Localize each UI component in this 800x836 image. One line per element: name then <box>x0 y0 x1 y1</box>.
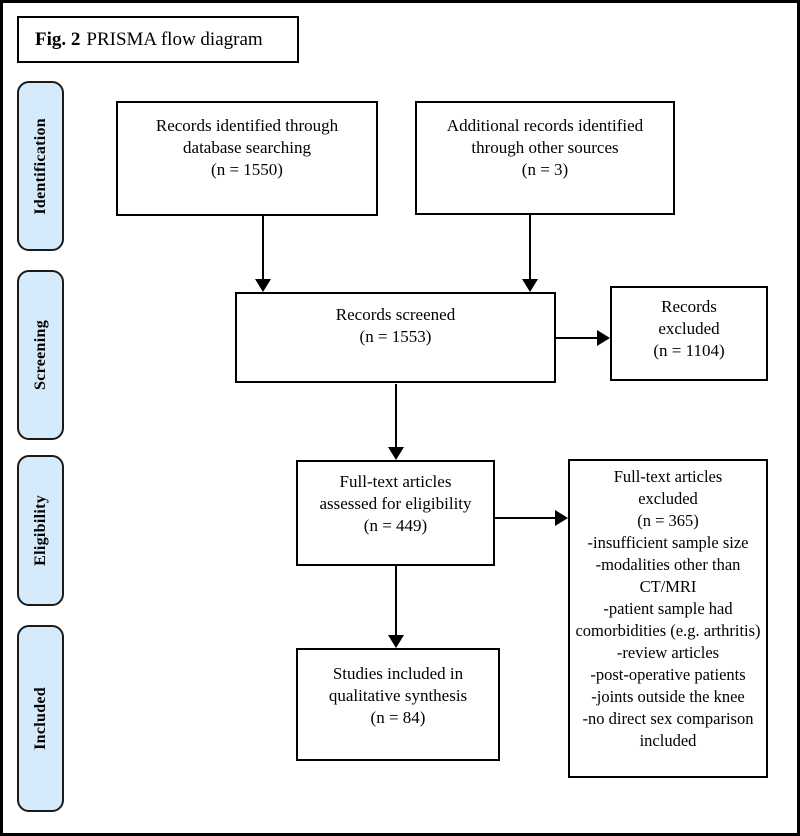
arrow-assessed-to-included <box>388 566 404 648</box>
arrow-other-sources-to-screened <box>522 215 538 292</box>
stage-label-included: Included <box>31 687 49 750</box>
stage-pill-identification: Identification <box>17 81 64 251</box>
box-records-excluded: Records excluded (n = 1104) <box>610 286 768 381</box>
box-fulltext-excluded-header: Full-text articles excluded (n = 365) <box>613 467 723 530</box>
stage-pill-eligibility: Eligibility <box>17 455 64 606</box>
arrow-assessed-to-fulltext-excluded <box>495 510 568 526</box>
box-records-identified-database: Records identified through database sear… <box>116 101 378 216</box>
box-studies-included: Studies included in qualitative synthesi… <box>296 648 500 761</box>
stage-label-screening: Screening <box>31 320 49 390</box>
box-fulltext-excluded: Full-text articles excluded (n = 365) -i… <box>568 459 768 778</box>
figure-title: PRISMA flow diagram <box>86 28 263 50</box>
box-fulltext-assessed-text: Full-text articles assessed for eligibil… <box>319 472 472 535</box>
box-studies-included-text: Studies included in qualitative synthesi… <box>328 664 468 727</box>
stage-label-identification: Identification <box>31 117 49 215</box>
box-records-screened-text: Records screened (n = 1553) <box>335 305 456 346</box>
stage-pill-included: Included <box>17 625 64 812</box>
stage-pill-screening: Screening <box>17 270 64 440</box>
arrow-screened-to-records-excluded <box>556 330 610 346</box>
figure-title-box: Fig. 2 PRISMA flow diagram <box>17 16 299 63</box>
box-records-identified-database-text: Records identified through database sear… <box>155 116 339 179</box>
arrow-database-to-screened <box>255 216 271 292</box>
stage-label-eligibility: Eligibility <box>31 495 49 566</box>
box-additional-records-other-sources-text: Additional records identified through ot… <box>446 116 644 179</box>
box-fulltext-excluded-reasons: -insufficient sample size -modalities ot… <box>575 533 761 750</box>
box-records-excluded-text: Records excluded (n = 1104) <box>653 297 725 360</box>
box-fulltext-assessed: Full-text articles assessed for eligibil… <box>296 460 495 566</box>
box-records-screened: Records screened (n = 1553) <box>235 292 556 383</box>
arrow-screened-to-assessed <box>388 384 404 460</box>
figure-number-label: Fig. 2 <box>35 28 81 50</box>
box-additional-records-other-sources: Additional records identified through ot… <box>415 101 675 215</box>
